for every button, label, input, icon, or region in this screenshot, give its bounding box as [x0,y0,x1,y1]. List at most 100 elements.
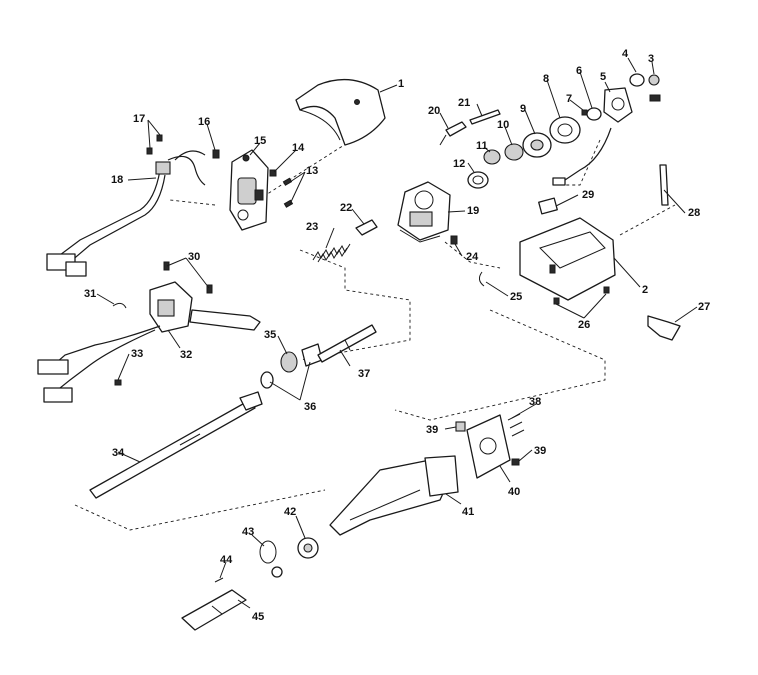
callout-2: 2 [642,284,648,296]
part-15-lock-housing [229,149,269,231]
callout-28: 28 [688,207,700,219]
callout-13: 13 [306,165,318,177]
part-30-screw-left [163,261,170,271]
part-19-switch-housing [397,181,451,243]
part-10-bearing [504,143,524,161]
callout-23: 23 [306,221,318,233]
part-12-ring [467,171,489,189]
part-27-key [647,315,681,341]
part-41-column-jacket [329,455,459,536]
part-13-screws [282,177,294,208]
callout-10: 10 [497,119,509,131]
part-42-bearing [297,537,319,559]
part-11-bearing [483,149,501,165]
part-32-turn-signal-switch [149,281,261,333]
part-29-bracket [538,197,558,215]
part-9-cam [522,132,552,158]
part-45-coupling-shaft [181,589,247,631]
part-30-screw-right [206,284,213,294]
callout-42: 42 [284,506,296,518]
part-24-screw [450,235,458,245]
part-43-seal [259,540,283,578]
callout-11: 11 [476,140,488,152]
callout-34: 34 [112,447,125,459]
callout-20: 20 [428,105,440,117]
callout-16: 16 [198,116,210,128]
part-37-upper-shaft [317,324,377,363]
part-2-lower-cover [519,217,616,301]
callout-38: 38 [529,396,541,408]
callout-8: 8 [543,73,549,85]
callout-7: 7 [566,93,572,105]
part-3-nut [648,74,660,86]
part-35-bearing [280,351,298,373]
part-17-screw-bottom [156,134,163,142]
callout-39-right: 39 [534,445,546,457]
callout-32: 32 [180,349,192,361]
part-40-mount-bracket [466,414,511,479]
callout-1: 1 [398,78,404,90]
part-34-steering-shaft [89,391,263,499]
callout-18: 18 [111,174,123,186]
assembly-guide-lines [74,139,676,531]
part-26-screw-left [553,297,560,305]
callout-37: 37 [358,368,370,380]
callout-22: 22 [340,202,352,214]
leader-lines [96,57,698,609]
callout-14: 14 [292,142,305,154]
callout-36: 36 [304,401,316,413]
callout-39-left: 39 [426,424,438,436]
part-4-nut [629,73,645,87]
part-20-pin [439,121,467,146]
part-18-wiring-harness [46,150,206,277]
callout-26: 26 [578,319,590,331]
part-17-screw-top [146,147,153,155]
callout-40: 40 [508,486,520,498]
part-39-insert [455,421,466,432]
part-1-upper-cover [295,78,386,146]
callout-45: 45 [252,611,264,623]
callout-43: 43 [242,526,254,538]
callout-44: 44 [220,554,233,566]
callout-27: 27 [698,301,710,313]
part-28-pin [659,164,669,206]
part-26-screw-right [603,286,610,294]
part-33-harness [37,325,161,403]
part-14-screw [269,169,277,177]
part-6-washer [586,107,602,121]
part-21-rod [469,109,501,125]
callout-25: 25 [510,291,522,303]
callout-5: 5 [600,71,606,83]
part-36-joint-lower [260,371,274,389]
callout-12: 12 [453,158,465,170]
part-16-screw [212,149,220,159]
callout-29: 29 [582,189,594,201]
callout-6: 6 [576,65,582,77]
callout-15: 15 [254,135,266,147]
callout-30: 30 [188,251,200,263]
part-38-bolts [507,413,525,437]
part-31-clip [112,302,127,309]
part-39-nut [511,458,520,466]
callout-21: 21 [458,97,470,109]
part-22-pin [355,219,378,236]
part-25-clip [478,271,485,287]
callout-9: 9 [520,103,526,115]
callout-41: 41 [462,506,474,518]
callout-24: 24 [466,251,479,263]
callout-19: 19 [467,205,479,217]
callout-33: 33 [131,348,143,360]
part-5-canceling-cam [603,87,633,123]
part-8-plate [549,116,581,144]
callout-35: 35 [264,329,276,341]
callout-labels: 1 2 3 4 5 6 7 8 9 10 11 12 13 14 15 16 1… [84,48,710,623]
callout-17: 17 [133,113,145,125]
lock-wire [552,94,661,186]
callout-4: 4 [622,48,629,60]
part-23-spring [312,243,351,263]
callout-3: 3 [648,53,654,65]
part-44-pin [214,577,224,583]
part-7-retainer [581,109,588,116]
